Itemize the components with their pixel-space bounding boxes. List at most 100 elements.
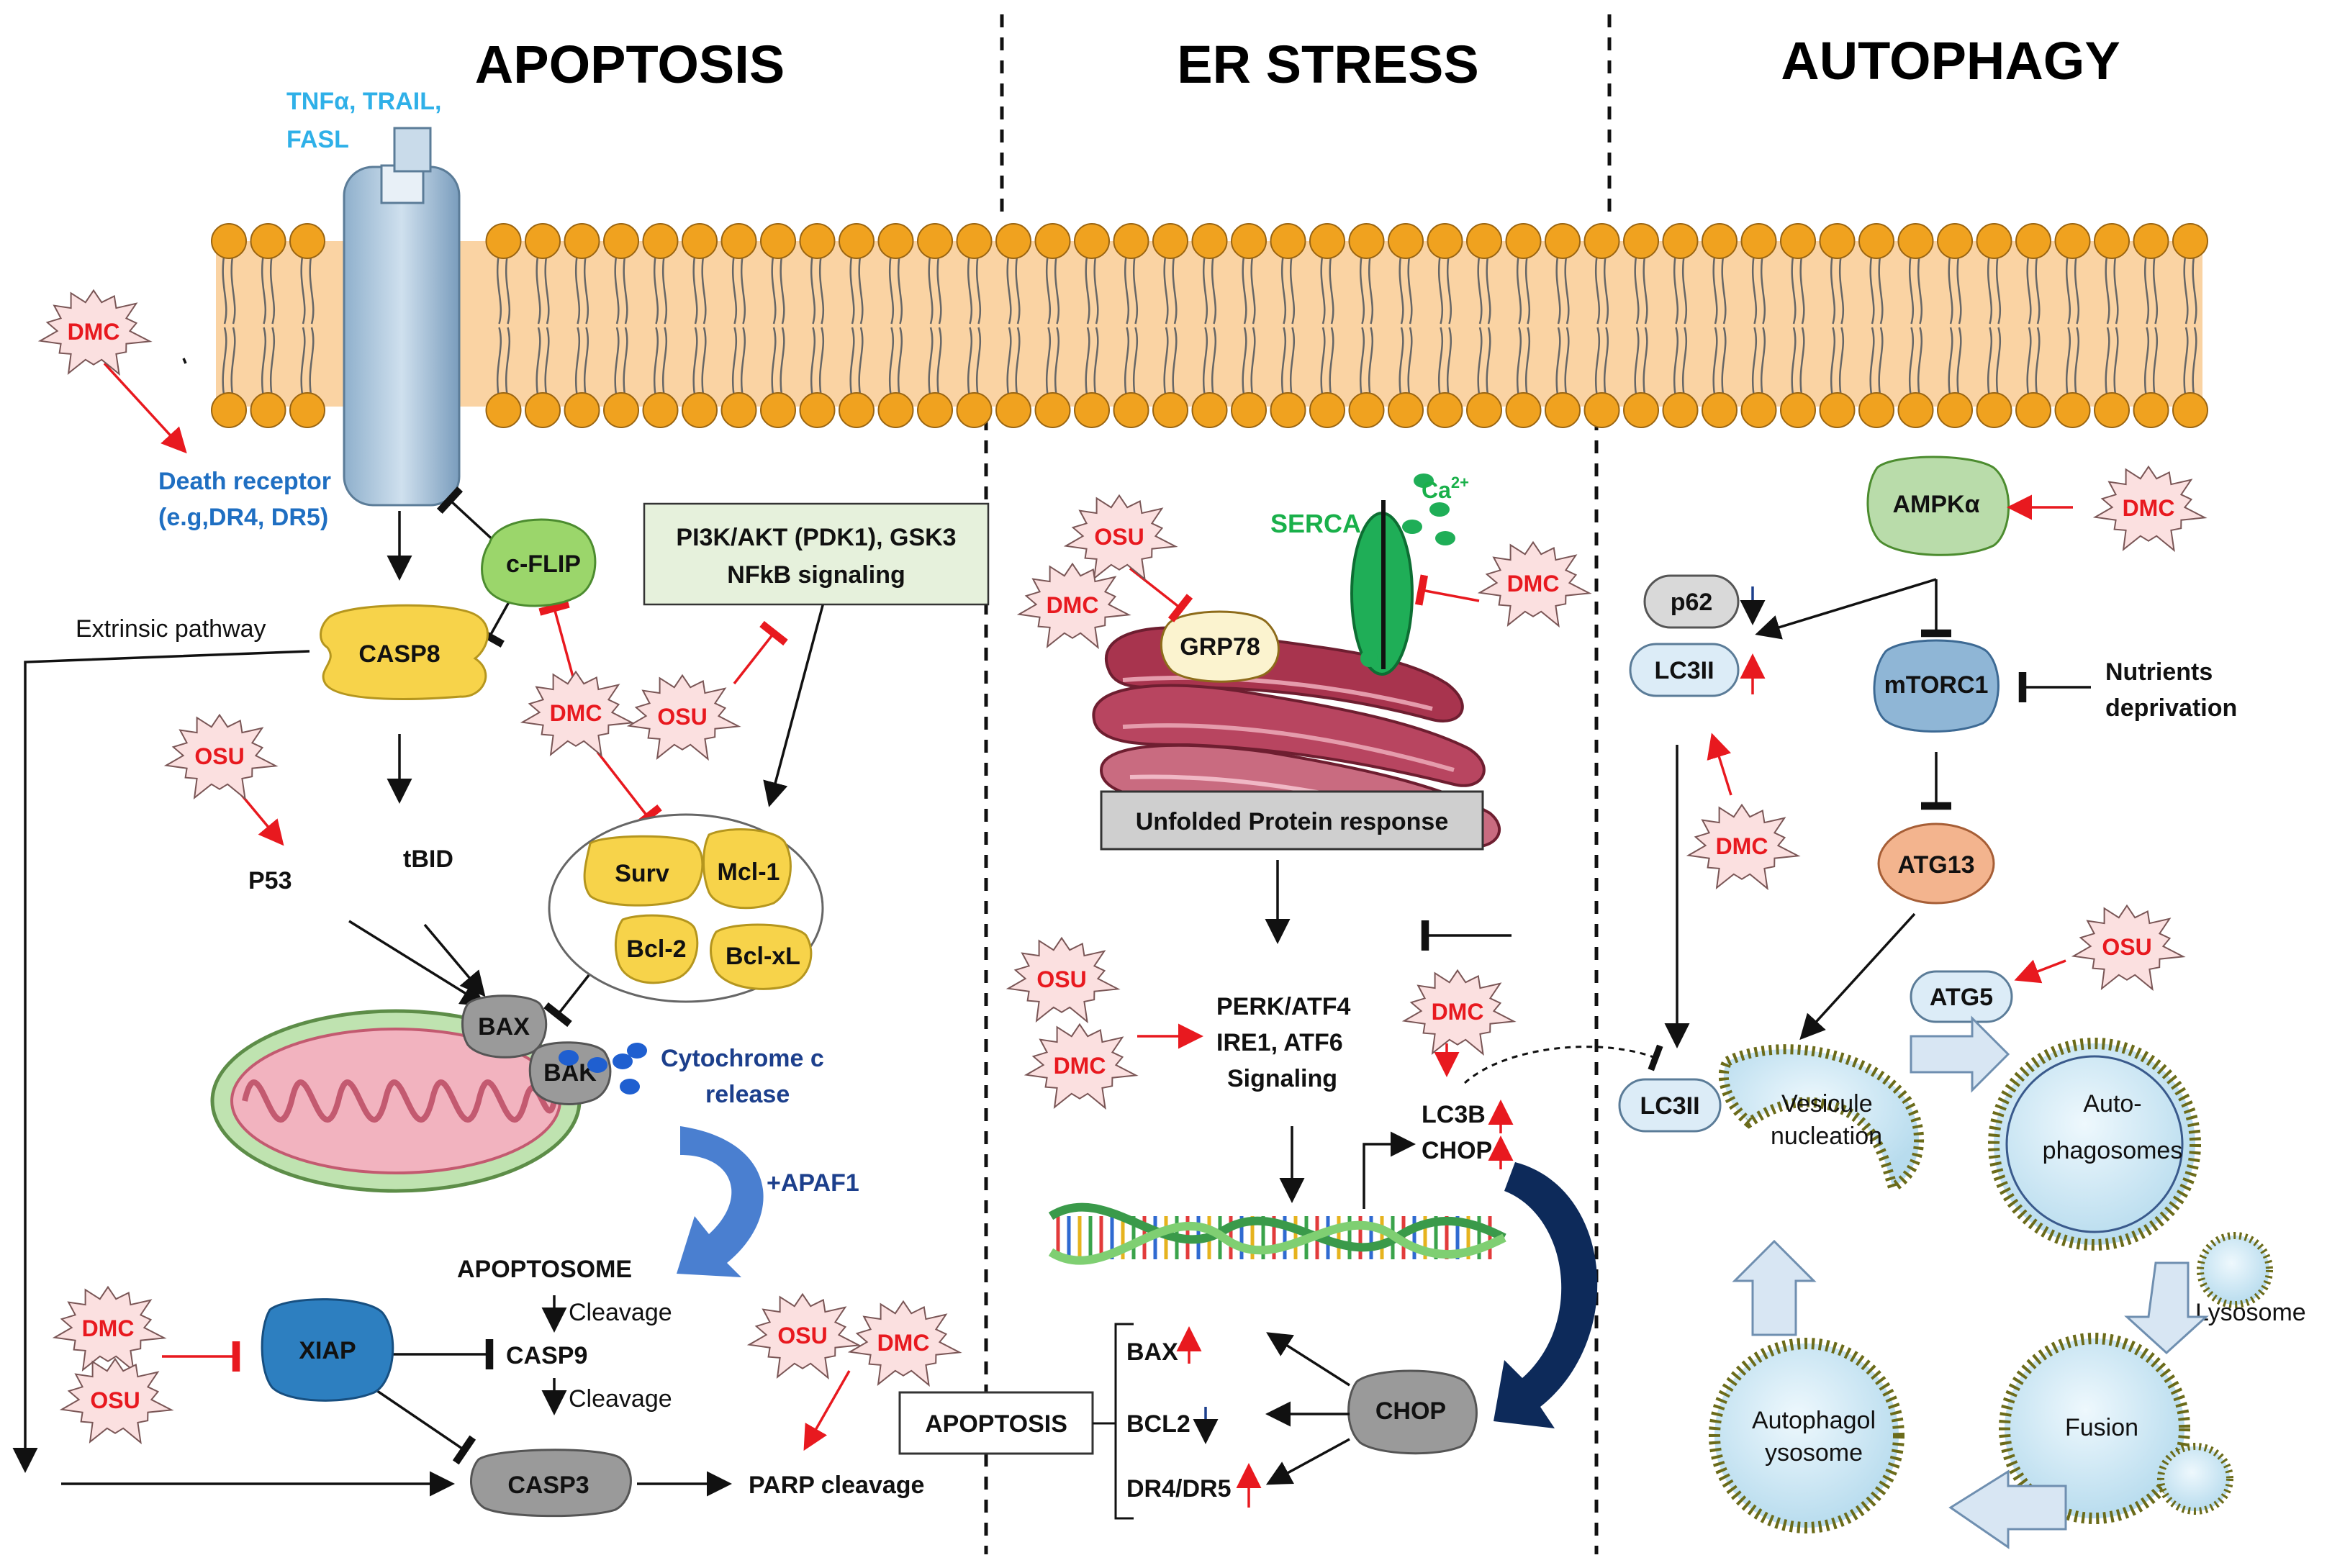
atg13-protein bbox=[1877, 822, 1995, 905]
perk-label-2: IRE1, ATF6 bbox=[1216, 1029, 1343, 1056]
bax-label: BAX bbox=[478, 1013, 530, 1041]
death-receptor-icon bbox=[343, 127, 461, 507]
death-receptor-label-1: Death receptor bbox=[158, 468, 331, 495]
dmc-burst-xiap-label: DMC bbox=[82, 1315, 135, 1341]
osu-burst-atg5-label: OSU bbox=[2102, 934, 2151, 960]
grp78-label: GRP78 bbox=[1180, 633, 1260, 661]
casp3-protein bbox=[470, 1449, 632, 1518]
dashed-inhibit-lc3ii bbox=[1463, 1044, 1663, 1084]
bracket bbox=[1114, 1323, 1134, 1520]
chop-label: CHOP bbox=[1375, 1397, 1446, 1425]
dmc-arrow-lc3ii bbox=[1707, 733, 1732, 796]
mcl1-protein bbox=[702, 828, 792, 910]
bclxl-protein bbox=[710, 923, 813, 990]
osu-burst-parp: OSU bbox=[746, 1292, 862, 1380]
osu-burst-perk: OSU bbox=[1006, 936, 1121, 1024]
serca-label: SERCA bbox=[1270, 509, 1361, 538]
dmc-burst-xiap: DMC bbox=[52, 1285, 167, 1373]
lysosome-icon bbox=[2197, 1232, 2273, 1308]
dmc-burst-ampk: DMC bbox=[2092, 465, 2208, 553]
arrow-p53-bax bbox=[348, 920, 487, 1007]
signaling-label-1: PI3K/AKT (PDK1), GSK3 bbox=[676, 524, 956, 551]
bcl2-protein bbox=[615, 914, 699, 984]
dmc-burst-cflip-label: DMC bbox=[550, 700, 602, 726]
chop-feedback-arrow-icon bbox=[1494, 1162, 1598, 1428]
casp8-protein bbox=[320, 604, 489, 700]
lc3ii-top-pill bbox=[1629, 643, 1740, 697]
dmc-arrow-parp bbox=[803, 1370, 851, 1451]
perk-label-1: PERK/ATF4 bbox=[1216, 993, 1350, 1020]
er-bcl2-label: BCL2 bbox=[1126, 1410, 1190, 1438]
arrow-chop-bax bbox=[1266, 1332, 1350, 1387]
surv-label: Surv bbox=[615, 860, 669, 887]
mtorc1-label: mTORC1 bbox=[1884, 671, 1989, 699]
mcl1-label: Mcl-1 bbox=[718, 858, 780, 886]
fusion-label: Fusion bbox=[2065, 1414, 2138, 1441]
nutrients-label-1: Nutrients bbox=[2105, 658, 2213, 686]
vesicle-label-2: nucleation bbox=[1771, 1123, 1882, 1150]
tbid-label: tBID bbox=[403, 846, 453, 873]
apaf1-label: +APAF1 bbox=[767, 1169, 859, 1197]
autolysosome-label-2: ysosome bbox=[1765, 1439, 1863, 1467]
dmc-burst-serca-label: DMC bbox=[1507, 571, 1560, 597]
extrinsic-label: Extrinsic pathway bbox=[76, 615, 266, 643]
lc3ii-top-label: LC3II bbox=[1654, 657, 1714, 684]
cleavage-label-2: Cleavage bbox=[569, 1385, 672, 1413]
osu-burst-signaling-label: OSU bbox=[657, 704, 707, 730]
dmc-arrow-death-receptor bbox=[103, 362, 187, 454]
calcium-label: Ca2+ bbox=[1422, 473, 1469, 503]
osu-burst-atg5: OSU bbox=[2071, 904, 2186, 992]
dmc-burst-parp-label: DMC bbox=[877, 1330, 930, 1356]
atg5-label: ATG5 bbox=[1930, 984, 1993, 1011]
apoptosis-box-label: APOPTOSIS bbox=[925, 1410, 1067, 1438]
inhibit-cflip-receptor bbox=[436, 486, 498, 545]
osu-burst-signaling: OSU bbox=[626, 674, 741, 761]
ligands-label-2: FASL bbox=[286, 126, 349, 153]
title-autophagy: AUTOPHAGY bbox=[1781, 31, 2120, 91]
title-apoptosis: APOPTOSIS bbox=[475, 35, 785, 94]
casp8-label: CASP8 bbox=[358, 640, 440, 668]
p53-label: P53 bbox=[248, 867, 292, 894]
osu-burst-perk-label: OSU bbox=[1036, 966, 1086, 992]
arrow-atg13-vesicle bbox=[1799, 912, 1916, 1041]
fusion-icon bbox=[1999, 1333, 2190, 1524]
dmc-burst-ampk-label: DMC bbox=[2123, 495, 2175, 521]
dmc-burst-lc3b-label: DMC bbox=[1432, 999, 1484, 1025]
autophagosome-label-2: phagosomes bbox=[2043, 1137, 2183, 1164]
casp3-label: CASP3 bbox=[507, 1472, 589, 1499]
autophagosome-icon bbox=[1988, 1038, 2201, 1251]
autolysosome-icon bbox=[1709, 1338, 1904, 1533]
lc3ii-bottom-pill bbox=[1618, 1078, 1722, 1133]
dmc-inhibit-bcl bbox=[596, 751, 662, 830]
p62-pill bbox=[1643, 574, 1740, 629]
osu-burst-p53-label: OSU bbox=[194, 743, 244, 769]
cytochrome-c-dots bbox=[559, 1043, 647, 1095]
dmc-burst-perk-label: DMC bbox=[1054, 1053, 1106, 1079]
er-dr-label: DR4/DR5 bbox=[1126, 1475, 1231, 1503]
xiap-protein bbox=[261, 1298, 394, 1402]
dmc-burst-perk: DMC bbox=[1024, 1023, 1139, 1110]
upr-label: Unfolded Protein response bbox=[1136, 808, 1449, 835]
autophagy-cycle-arrows bbox=[1732, 1015, 2209, 1549]
dmc-burst-serca: DMC bbox=[1477, 540, 1592, 628]
dmc-burst-lc3ii: DMC bbox=[1686, 803, 1801, 891]
osu-burst-xiap-label: OSU bbox=[90, 1387, 140, 1413]
dmc-burst-death-receptor-label: DMC bbox=[68, 319, 120, 345]
arrow-extrinsic-down bbox=[12, 650, 310, 1473]
osu-burst-p53: OSU bbox=[163, 713, 279, 801]
mtorc1-protein bbox=[1873, 639, 2000, 733]
osu-burst-grp78-label: OSU bbox=[1094, 524, 1144, 550]
cell-membrane bbox=[211, 223, 2208, 428]
dmc-burst-cflip: DMC bbox=[520, 670, 635, 758]
vesicle-label-1: Vesicule bbox=[1781, 1090, 1873, 1118]
bak-protein bbox=[528, 1041, 612, 1105]
osu-inhibit-signaling bbox=[733, 620, 788, 685]
dmc-inhibit-serca bbox=[1414, 574, 1480, 606]
dmc-burst-grp78: DMC bbox=[1016, 562, 1131, 650]
inhibit-cflip-casp8 bbox=[474, 600, 511, 648]
serca-pump-icon bbox=[1350, 500, 1414, 676]
apaf1-arrow-icon bbox=[677, 1126, 764, 1277]
arrow-chop-dr bbox=[1265, 1438, 1350, 1485]
